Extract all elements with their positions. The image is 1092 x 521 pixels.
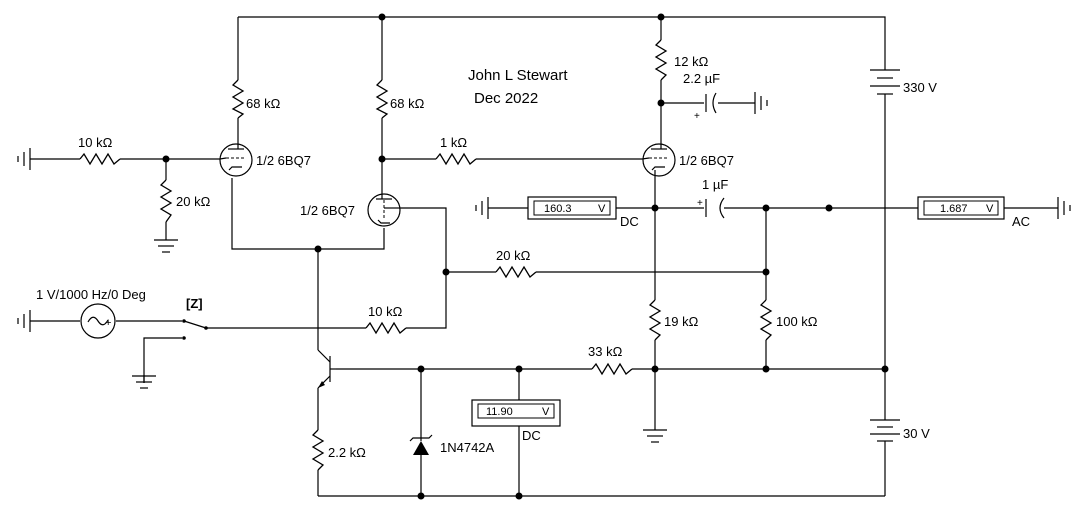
ground-signal-icon bbox=[17, 310, 31, 332]
resistor-100k bbox=[759, 299, 773, 341]
label-zener: 1N4742A bbox=[440, 440, 495, 455]
label-battery-330v: 330 V bbox=[903, 80, 937, 95]
svg-text:+: + bbox=[105, 317, 111, 329]
capacitor-1uf: + bbox=[697, 197, 725, 219]
resistor-19k bbox=[648, 299, 662, 341]
switch-icon[interactable] bbox=[182, 319, 208, 340]
label-r-100k: 100 kΩ bbox=[776, 314, 818, 329]
resistor-12k bbox=[654, 39, 668, 81]
resistor-20k-feedback bbox=[495, 265, 537, 279]
label-tube-right: 1/2 6BQ7 bbox=[679, 153, 734, 168]
resistor-1k bbox=[435, 152, 477, 166]
label-tube-left: 1/2 6BQ7 bbox=[256, 153, 311, 168]
svg-text:+: + bbox=[697, 198, 703, 209]
tube-right-icon bbox=[641, 143, 676, 178]
meter-plate-unit: V bbox=[598, 203, 606, 215]
tube-left-icon bbox=[219, 143, 253, 177]
meter-output-mode: AC bbox=[1012, 214, 1030, 229]
svg-text:+: + bbox=[694, 111, 700, 122]
meter-zener-dc bbox=[471, 399, 561, 427]
label-r-10k-switch: 10 kΩ bbox=[368, 304, 403, 319]
meter-plate-value: 160.3 bbox=[544, 203, 572, 215]
ground-input-icon bbox=[17, 148, 31, 170]
ground-grid-icon bbox=[154, 239, 178, 253]
meter-output-value: 1.687 bbox=[940, 203, 968, 215]
resistor-33k bbox=[591, 362, 633, 376]
label-signal-source: 1 V/1000 Hz/0 Deg bbox=[36, 287, 146, 302]
meter-zener-unit: V bbox=[542, 406, 550, 418]
label-r-1k: 1 kΩ bbox=[440, 135, 467, 150]
resistor-10k-switch bbox=[365, 321, 407, 335]
label-r-20k-grid: 20 kΩ bbox=[176, 194, 211, 209]
label-r-20k-feedback: 20 kΩ bbox=[496, 248, 531, 263]
meter-output-unit: V bbox=[986, 203, 994, 215]
resistor-68k-left bbox=[231, 79, 245, 119]
ground-switch-icon bbox=[132, 375, 156, 389]
label-c-1uf: 1 µF bbox=[702, 177, 728, 192]
ground-bypass-icon bbox=[754, 92, 768, 114]
ground-output-icon bbox=[1057, 197, 1071, 219]
ground-plate-meter-icon bbox=[475, 197, 489, 219]
label-r-2-2k: 2.2 kΩ bbox=[328, 445, 366, 460]
label-r-68k-left: 68 kΩ bbox=[246, 96, 281, 111]
meter-output-ac bbox=[917, 196, 1005, 220]
transistor-icon bbox=[317, 349, 336, 389]
zener-diode-icon bbox=[409, 434, 433, 455]
resistor-2-2k bbox=[311, 429, 325, 471]
label-r-33k: 33 kΩ bbox=[588, 344, 623, 359]
meter-zener-mode: DC bbox=[522, 428, 541, 443]
resistor-68k-middle bbox=[375, 79, 389, 119]
resistor-10k-input bbox=[79, 152, 121, 166]
resistor-20k-grid bbox=[159, 179, 173, 223]
label-c-2-2uf: 2.2 µF bbox=[683, 71, 720, 86]
author-label: John L Stewart bbox=[468, 67, 568, 84]
label-r-10k-input: 10 kΩ bbox=[78, 135, 113, 150]
label-tube-middle: 1/2 6BQ7 bbox=[300, 203, 355, 218]
ground-plate-bottom-icon bbox=[643, 429, 667, 443]
label-battery-30v: 30 V bbox=[903, 426, 930, 441]
label-r-19k: 19 kΩ bbox=[664, 314, 699, 329]
ac-source-icon: + bbox=[80, 303, 116, 339]
capacitor-2-2uf: + bbox=[694, 92, 717, 122]
battery-30v bbox=[870, 419, 900, 445]
tube-middle-icon bbox=[367, 192, 401, 227]
battery-330v bbox=[870, 69, 900, 100]
label-r-68k-middle: 68 kΩ bbox=[390, 96, 425, 111]
date-label: Dec 2022 bbox=[474, 90, 538, 107]
wires bbox=[30, 16, 1058, 497]
meter-plate-mode: DC bbox=[620, 214, 639, 229]
label-switch-key: [Z] bbox=[186, 296, 203, 311]
junction-dots bbox=[162, 13, 889, 500]
meter-zener-value: 11.90 bbox=[486, 406, 513, 418]
label-r-12k: 12 kΩ bbox=[674, 54, 709, 69]
meter-plate-dc bbox=[527, 196, 617, 220]
